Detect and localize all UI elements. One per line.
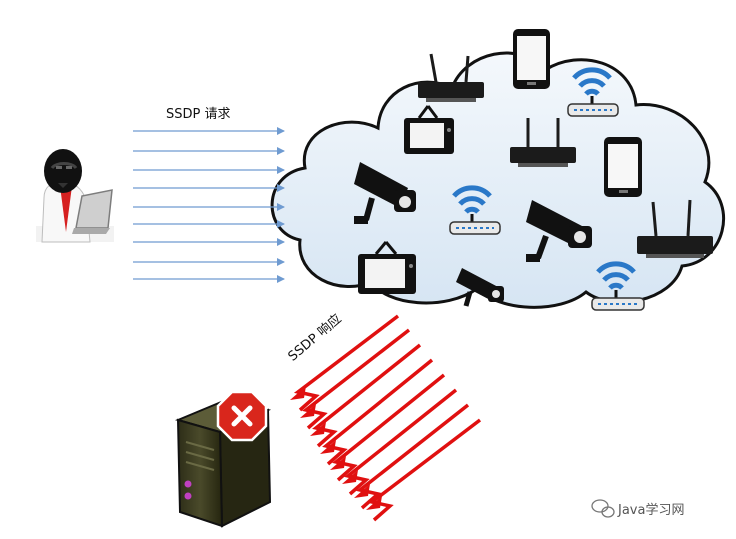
response-arrows [293,314,482,522]
security-camera-icon [354,162,416,224]
security-camera-icon [526,200,592,262]
server-with-error-icon [174,390,272,528]
security-camera-icon [456,268,504,307]
ssdp-request-label: SSDP 请求 [166,107,231,122]
wifi-router-icon [449,185,501,235]
wifi-router-icon [591,261,645,311]
response-arrowheads [290,386,382,510]
tv-icon [404,105,454,154]
tv-icon [358,241,416,294]
router-icon [510,118,576,167]
wechat-icon [591,499,615,518]
device-cloud [270,51,725,309]
watermark-text: Java学习网 [618,503,685,518]
smartphone-icon [513,29,550,89]
smartphone-icon [604,137,642,197]
router-icon [637,199,713,258]
router-icon [418,53,484,102]
hacker-with-laptop-icon [36,149,114,243]
request-arrows [133,127,285,283]
wifi-router-icon [567,67,619,117]
